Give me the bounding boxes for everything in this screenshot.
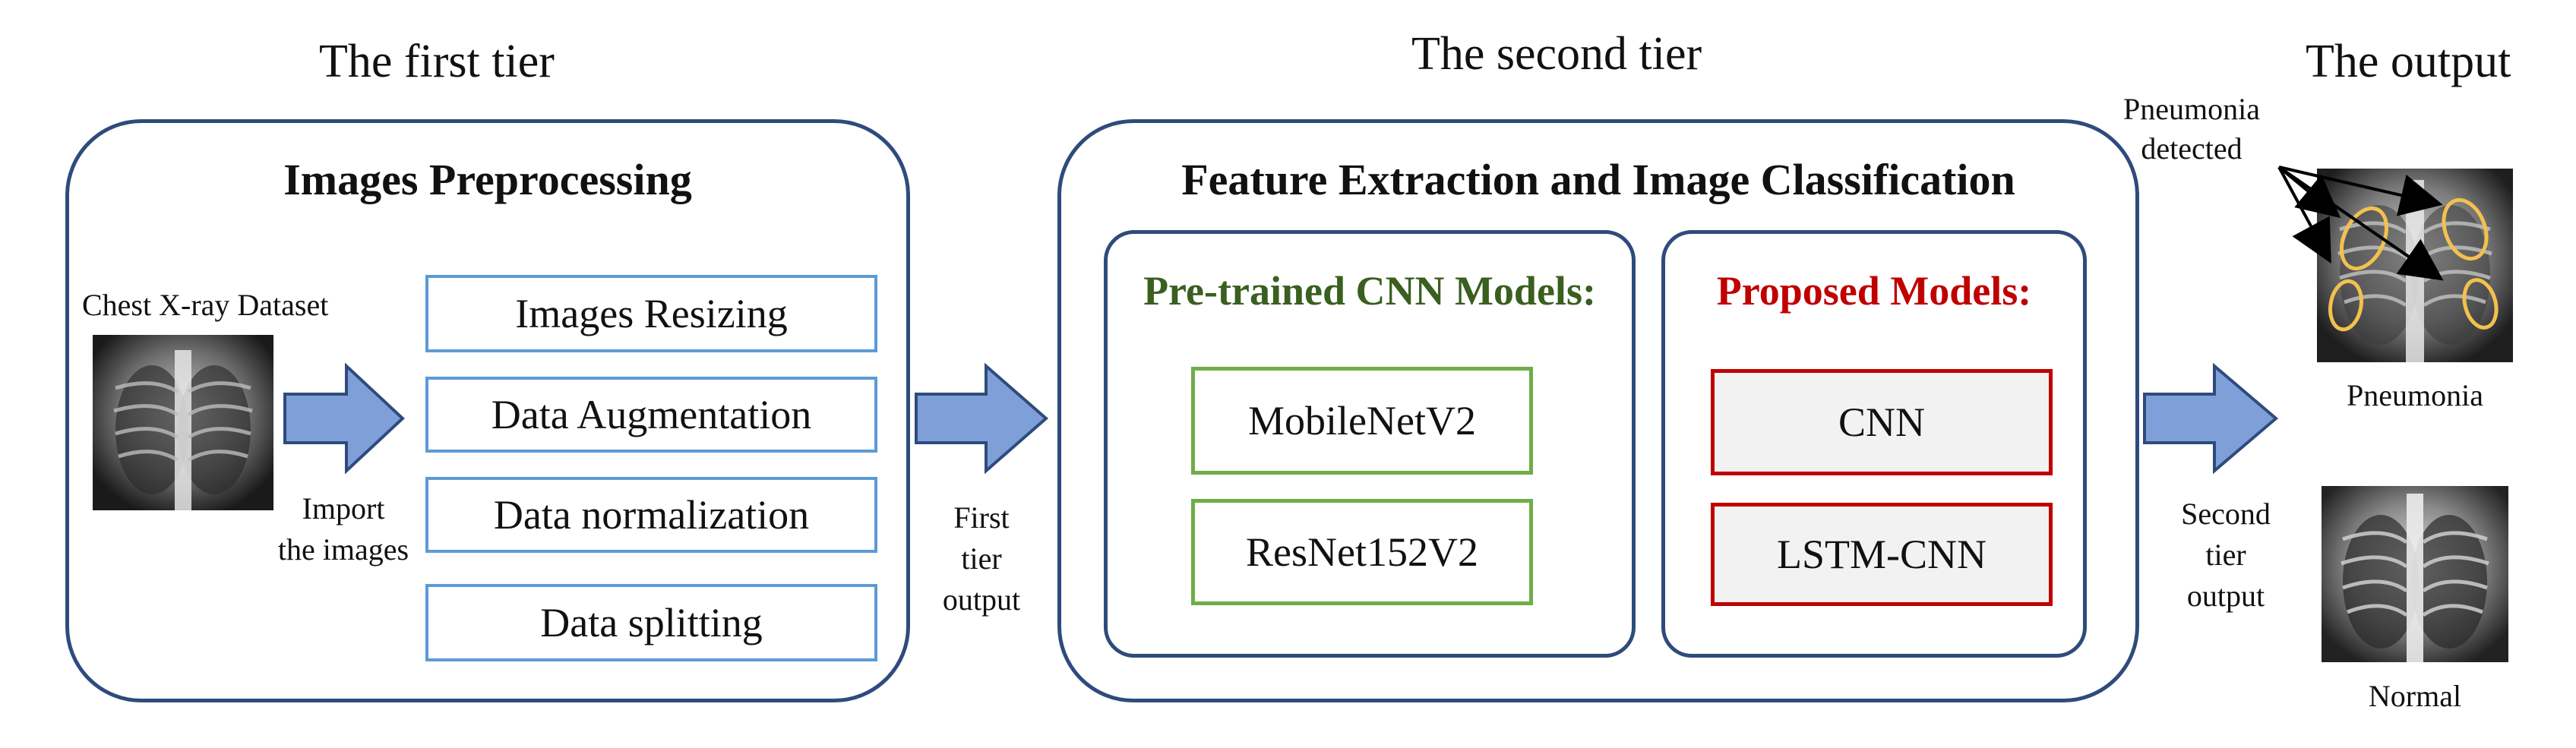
model-resnet152v2: ResNet152V2: [1191, 499, 1533, 605]
second-tier-output-label: Second tier output: [2157, 494, 2294, 617]
first-tier-output-label: First tier output: [921, 497, 1042, 620]
second-output-line3: output: [2186, 579, 2265, 613]
import-label-line2: the images: [277, 532, 409, 567]
model-mobilenetv2: MobileNetV2: [1191, 367, 1533, 475]
import-label-line1: Import: [302, 491, 385, 525]
step-images-resizing: Images Resizing: [425, 275, 877, 352]
annotation-pointer-arrows: [2277, 166, 2444, 281]
proposed-heading: Proposed Models:: [1716, 268, 2032, 314]
step-data-normalization: Data normalization: [425, 477, 877, 553]
feature-extraction-title: Feature Extraction and Image Classificat…: [1181, 155, 2015, 204]
preprocessing-title: Images Preprocessing: [283, 155, 692, 204]
pneumonia-label: Pneumonia: [2347, 378, 2483, 412]
normal-label: Normal: [2368, 679, 2462, 713]
second-tier-arrow-icon: [2143, 363, 2279, 474]
annotation-line1: Pneumonia: [2123, 92, 2260, 126]
output-title: The output: [2306, 36, 2511, 87]
first-output-line2: tier: [961, 541, 1002, 576]
second-tier-title: The second tier: [1411, 28, 1702, 80]
second-output-line2: tier: [2205, 538, 2246, 572]
first-tier-arrow-icon: [915, 363, 1049, 474]
model-lstm-cnn: LSTM-CNN: [1711, 503, 2053, 606]
import-arrow-icon: [283, 363, 405, 474]
step-data-augmentation: Data Augmentation: [425, 377, 877, 453]
annotation-line2: detected: [2141, 131, 2243, 166]
pneumonia-detected-annotation: Pneumonia detected: [2108, 90, 2275, 169]
pretrained-heading: Pre-trained CNN Models:: [1143, 268, 1596, 314]
import-label: Import the images: [267, 488, 419, 570]
first-output-line3: output: [942, 582, 1021, 617]
model-cnn: CNN: [1711, 369, 2053, 475]
first-output-line1: First: [953, 500, 1010, 535]
first-tier-title: The first tier: [319, 36, 555, 87]
dataset-label: Chest X-ray Dataset: [82, 288, 329, 322]
step-data-splitting: Data splitting: [425, 584, 877, 661]
normal-xray-image: [2322, 486, 2508, 662]
dataset-xray-image: [93, 335, 273, 510]
second-output-line1: Second: [2181, 497, 2271, 531]
